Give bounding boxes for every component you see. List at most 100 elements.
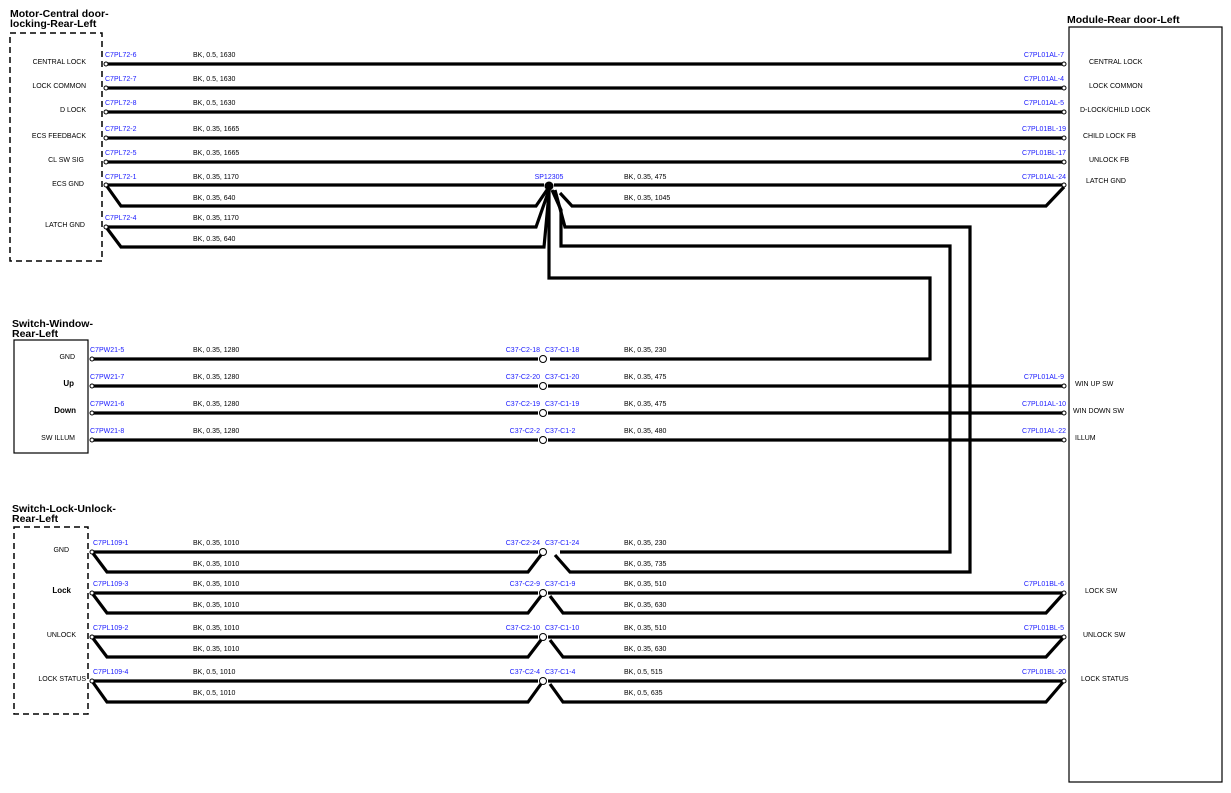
window-pin-label: SW ILLUM (41, 435, 75, 442)
inline-c2-id: C37-C2-9 (510, 581, 540, 588)
module-connector-id: C7PL01AL-10 (1022, 401, 1066, 408)
terminal-pin (89, 634, 95, 640)
terminal-pin (103, 224, 109, 230)
lock-switch-title-line2: Rear-Left (12, 513, 59, 525)
terminal-pin (1061, 383, 1067, 389)
lock-switch-title-line1: Switch-Lock-Unlock- (12, 503, 116, 515)
inline-c2-id: C37-C2-20 (506, 374, 540, 381)
terminal-pin (103, 182, 109, 188)
inline-c2-id: C37-C2-24 (506, 540, 540, 547)
wire-spec: BK, 0.35, 475 (624, 374, 667, 381)
motor-connector-id: C7PL72-6 (105, 52, 137, 59)
inline-c2-id: C37-C2-10 (506, 625, 540, 632)
wire-spec: BK, 0.5, 1630 (193, 100, 236, 107)
module-connector-id: C7PL01AL-7 (1024, 52, 1064, 59)
module-connector-id: C7PL01AL-9 (1024, 374, 1064, 381)
inline-c1-id: C37-C1-19 (545, 401, 579, 408)
inline-connector (539, 355, 547, 363)
module-pin-label: UNLOCK FB (1089, 157, 1129, 164)
wire-spec: BK, 0.5, 635 (624, 690, 663, 697)
wire-spec: BK, 0.35, 510 (624, 625, 667, 632)
motor-pin-label: LATCH GND (45, 222, 85, 229)
inline-connector (539, 409, 547, 417)
terminal-pin (1061, 85, 1067, 91)
module-pin-label: CHILD LOCK FB (1083, 133, 1136, 140)
lock-pin-label: UNLOCK (47, 632, 77, 639)
wire-spec: BK, 0.5, 1010 (193, 690, 236, 697)
window-connector-id: C7PW21-5 (90, 347, 124, 354)
terminal-pin (1061, 109, 1067, 115)
motor-title-line1: Motor-Central door- (10, 8, 109, 20)
terminal-pin (89, 356, 95, 362)
lock-connector-id: C7PL109-3 (93, 581, 129, 588)
motor-outline (9, 32, 103, 262)
inline-c2-id: C37-C2-18 (506, 347, 540, 354)
window-switch-outline (13, 339, 89, 454)
module-connector-id: C7PL01AL-4 (1024, 76, 1064, 83)
lock-pin-label: GND (53, 547, 69, 554)
terminal-pin (103, 85, 109, 91)
inline-c1-id: C37-C1-4 (545, 669, 575, 676)
wire-spec: BK, 0.35, 1010 (193, 646, 239, 653)
terminal-pin (1061, 410, 1067, 416)
terminal-pin (1061, 159, 1067, 165)
motor-connector-id: C7PL72-8 (105, 100, 137, 107)
wire-spec: BK, 0.35, 1665 (193, 126, 239, 133)
wire-spec: BK, 0.35, 630 (624, 646, 667, 653)
wire-spec: BK, 0.35, 640 (193, 195, 236, 202)
wire-spec: BK, 0.35, 230 (624, 540, 667, 547)
inline-connector (539, 436, 547, 444)
wire-lock-status-right-loop (548, 679, 1066, 704)
wire-spec: BK, 0.5, 515 (624, 669, 663, 676)
wire-spec: BK, 0.5, 1010 (193, 669, 236, 676)
wire-splice-loop-right (558, 185, 1066, 208)
terminal-pin (1061, 678, 1067, 684)
lock-connector-id: C7PL109-2 (93, 625, 129, 632)
terminal-pin (1061, 61, 1067, 67)
module-pin-label: ILLUM (1075, 435, 1096, 442)
wire-spec: BK, 0.35, 1010 (193, 625, 239, 632)
wire-lock-left-loop (90, 592, 543, 615)
module-pin-label: LOCK SW (1085, 588, 1118, 595)
module-pin-label: LOCK COMMON (1089, 83, 1143, 90)
wire-spec: BK, 0.35, 1010 (193, 581, 239, 588)
wire-spec: BK, 0.35, 630 (624, 602, 667, 609)
motor-connector-id: C7PL72-1 (105, 174, 137, 181)
wire-unlock-right-loop (548, 635, 1066, 659)
wire-spec: BK, 0.35, 475 (624, 174, 667, 181)
terminal-pin (1061, 590, 1067, 596)
inline-c1-id: C37-C1-18 (545, 347, 579, 354)
wire-splice-to-window-gnd (547, 190, 932, 361)
module-pin-label: CENTRAL LOCK (1089, 59, 1143, 66)
wire-lock-gnd-left-loop (90, 551, 543, 574)
motor-connector-id: C7PL72-5 (105, 150, 137, 157)
module-pin-label: UNLOCK SW (1083, 632, 1126, 639)
wire-spec: BK, 0.35, 1665 (193, 150, 239, 157)
module-connector-id: C7PL01BL-5 (1024, 625, 1064, 632)
lock-connector-id: C7PL109-1 (93, 540, 129, 547)
inline-c1-id: C37-C1-2 (545, 428, 575, 435)
module-pin-label: WIN DOWN SW (1073, 408, 1124, 415)
wire-spec: BK, 0.35, 1010 (193, 602, 239, 609)
module-connector-id: C7PL01AL-5 (1024, 100, 1064, 107)
wire-spec: BK, 0.35, 1010 (193, 540, 239, 547)
terminal-pin (1061, 135, 1067, 141)
terminal-pin (103, 135, 109, 141)
wire-spec: BK, 0.35, 230 (624, 347, 667, 354)
lock-switch-outline (13, 526, 89, 715)
wire-latch-gnd-loop (104, 192, 551, 249)
wire-spec: BK, 0.5, 1630 (193, 76, 236, 83)
wires (90, 62, 1066, 704)
terminal-pin (1061, 182, 1067, 188)
terminal-pins (89, 61, 1067, 684)
inline-c2-id: C37-C2-4 (510, 669, 540, 676)
module-pin-label: WIN UP SW (1075, 381, 1114, 388)
lock-pin-label: LOCK STATUS (38, 676, 86, 683)
terminal-pin (89, 410, 95, 416)
wire-spec: BK, 0.35, 640 (193, 236, 236, 243)
inline-connector (539, 382, 547, 390)
window-switch-title-line1: Switch-Window- (12, 318, 93, 330)
module-connector-id: C7PL01BL-19 (1022, 126, 1066, 133)
lock-connector-id: C7PL109-4 (93, 669, 129, 676)
